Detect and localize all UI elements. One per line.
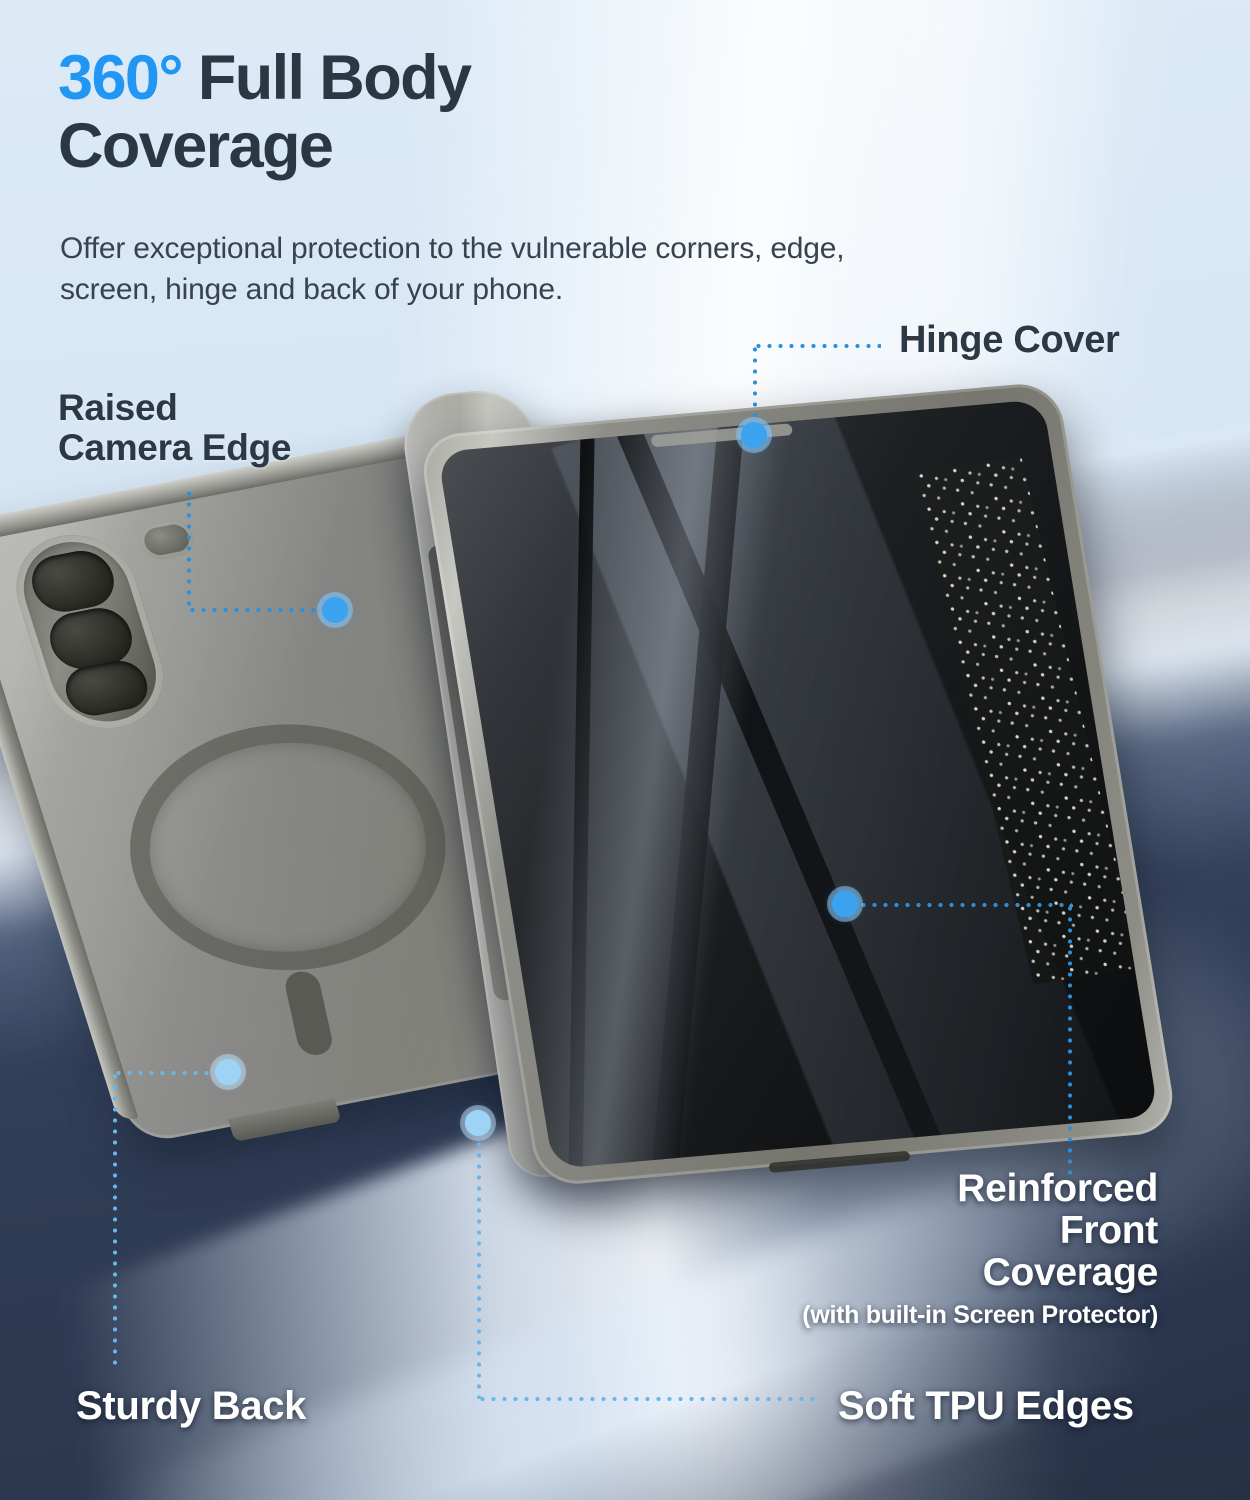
camera-lens-1 [24,545,122,617]
callout-sturdy-back: Sturdy Back [76,1384,307,1428]
leader-line-camera-vertical [187,488,191,610]
leader-line-tpu-horizontal [477,1397,821,1401]
page-subcopy: Offer exceptional protection to the vuln… [60,232,845,307]
case-front-cover [417,380,1179,1188]
leader-line-reinforced-vertical [1068,903,1072,1175]
leader-line-sturdy-horizontal [113,1071,233,1075]
marker-dot-sturdy-back [215,1059,241,1085]
page-title: 360° Full Body Coverage [58,44,698,180]
marker-dot-hinge-cover [741,422,767,448]
callout-label-raised-camera-edge: Raised Camera Edge [58,387,292,468]
callout-reinforced-front-coverage: Reinforced Front Coverage (with built-in… [802,1167,1158,1330]
leader-line-hinge-vertical [753,344,757,432]
callout-hinge-cover: Hinge Cover [899,319,1120,361]
headline-line2: Coverage [58,111,334,182]
leader-line-hinge-horizontal [753,344,881,348]
callout-label-hinge-cover: Hinge Cover [899,319,1120,361]
callout-label-soft-tpu-edges: Soft TPU Edges [838,1384,1134,1428]
callout-soft-tpu-edges: Soft TPU Edges [838,1384,1134,1428]
headline-rest: Full Body [181,43,472,113]
marker-dot-soft-tpu-edges [465,1110,491,1136]
headline-accent: 360° [58,43,184,113]
callout-label-reinforced-front-coverage: Reinforced Front Coverage [957,1167,1158,1295]
leader-line-reinforced-horizontal [858,903,1072,907]
leader-line-tpu-vertical [477,1128,481,1399]
marker-dot-reinforced-front-coverage [832,891,858,917]
callout-sublabel-screen-protector: (with built-in Screen Protector) [802,1301,1158,1330]
leader-line-camera-horizontal [187,608,335,612]
callout-label-sturdy-back: Sturdy Back [76,1384,307,1428]
leader-line-sturdy-vertical [113,1071,117,1369]
callout-raised-camera-edge: Raised Camera Edge [58,387,292,468]
built-in-screen-protector [437,399,1159,1169]
marker-dot-raised-camera-edge [322,597,348,623]
